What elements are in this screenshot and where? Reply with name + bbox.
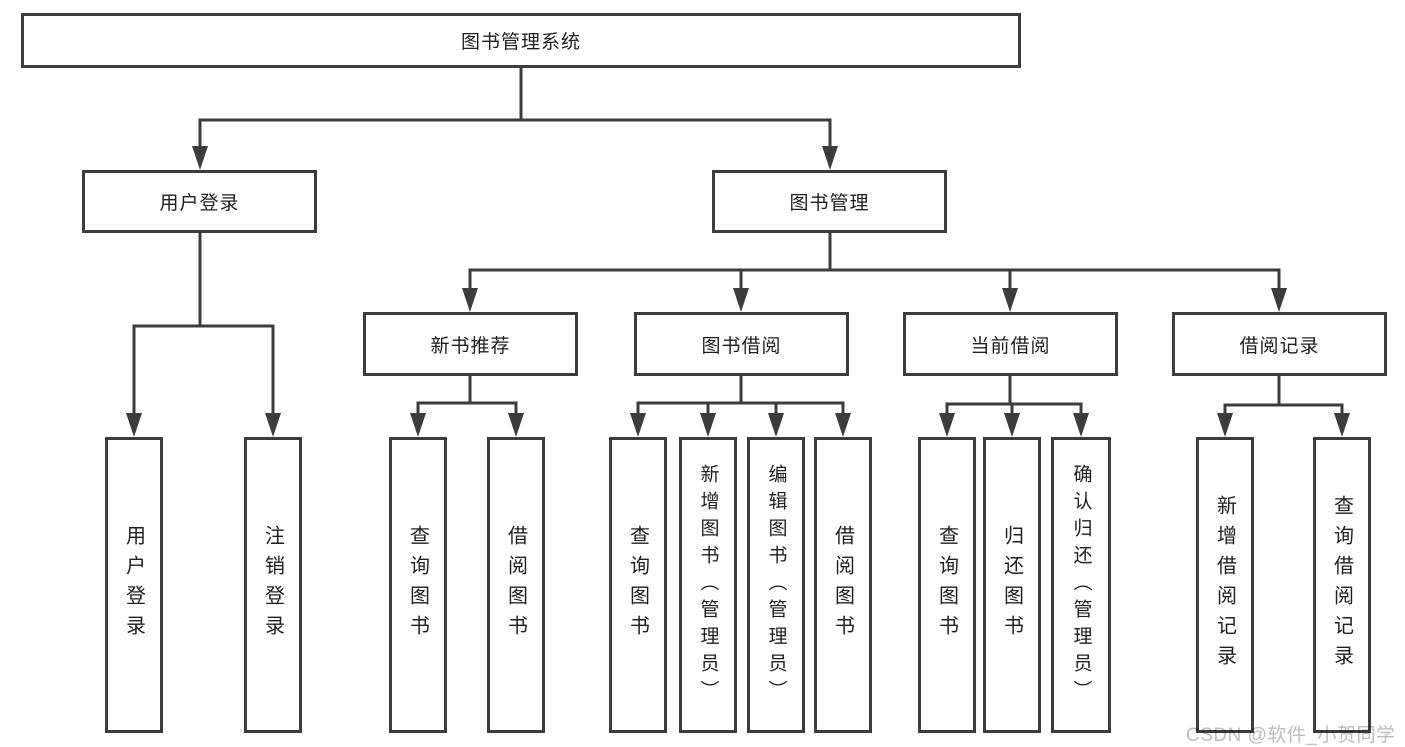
leaf-bb-borrow-book-label: 借阅图书 (831, 525, 854, 645)
connector-user-login-to-leaves (126, 231, 281, 437)
leaf-cb-return-book: 归还图书 (983, 437, 1041, 733)
node-root-label: 图书管理系统 (460, 32, 581, 53)
leaf-br-query-record: 查询借阅记录 (1313, 437, 1371, 733)
leaf-nbr-query-book-label: 查询图书 (406, 525, 429, 645)
node-book-borrow-label: 图书借阅 (701, 335, 782, 357)
leaf-br-query-record-label: 查询借阅记录 (1330, 495, 1353, 675)
leaf-cb-confirm-return-label: 确认归还（管理员） (1070, 463, 1092, 707)
leaf-bb-borrow-book: 借阅图书 (814, 437, 872, 733)
leaf-nbr-borrow-book: 借阅图书 (487, 437, 545, 733)
node-new-book-recommend: 新书推荐 (363, 312, 578, 376)
leaf-cb-query-book: 查询图书 (918, 437, 976, 733)
leaf-cb-confirm-return: 确认归还（管理员） (1051, 437, 1111, 733)
node-borrow-record: 借阅记录 (1172, 312, 1387, 376)
node-book-management: 图书管理 (712, 170, 947, 233)
leaf-cb-query-book-label: 查询图书 (935, 525, 958, 645)
node-user-login-branch-label: 用户登录 (159, 193, 240, 214)
node-user-login-branch: 用户登录 (82, 170, 317, 233)
leaf-bb-query-book-label: 查询图书 (626, 525, 649, 645)
node-current-borrow: 当前借阅 (903, 312, 1118, 376)
leaf-bb-add-book-label: 新增图书（管理员） (697, 463, 719, 707)
node-root: 图书管理系统 (21, 13, 1021, 68)
connector-current-borrow-to-leaves (939, 374, 1089, 437)
node-current-borrow-label: 当前借阅 (970, 335, 1051, 357)
connector-book-management-to-level3 (462, 231, 1287, 312)
leaf-bb-edit-book: 编辑图书（管理员） (747, 437, 805, 733)
leaf-user-login: 用户登录 (105, 437, 163, 733)
leaf-bb-edit-book-label: 编辑图书（管理员） (765, 463, 787, 707)
leaf-br-add-record-label: 新增借阅记录 (1213, 495, 1236, 675)
leaf-logout: 注销登录 (244, 437, 302, 733)
connector-borrow-record-to-leaves (1217, 374, 1350, 437)
node-borrow-record-label: 借阅记录 (1239, 335, 1320, 357)
node-book-management-label: 图书管理 (789, 193, 870, 214)
leaf-nbr-query-book: 查询图书 (389, 437, 447, 733)
leaf-br-add-record: 新增借阅记录 (1196, 437, 1254, 733)
connector-book-borrow-to-leaves (630, 374, 851, 437)
connector-new-book-recommend-to-leaves (410, 374, 524, 437)
leaf-bb-add-book: 新增图书（管理员） (679, 437, 737, 733)
connector-root-to-level2 (192, 66, 838, 170)
node-new-book-recommend-label: 新书推荐 (430, 335, 511, 357)
node-book-borrow: 图书借阅 (634, 312, 849, 376)
leaf-nbr-borrow-book-label: 借阅图书 (504, 525, 527, 645)
watermark: CSDN @软件_小贺同学 (1186, 725, 1396, 746)
leaf-logout-label: 注销登录 (261, 525, 284, 645)
leaf-user-login-label: 用户登录 (122, 525, 145, 645)
leaf-cb-return-book-label: 归还图书 (1000, 525, 1023, 645)
leaf-bb-query-book: 查询图书 (609, 437, 667, 733)
